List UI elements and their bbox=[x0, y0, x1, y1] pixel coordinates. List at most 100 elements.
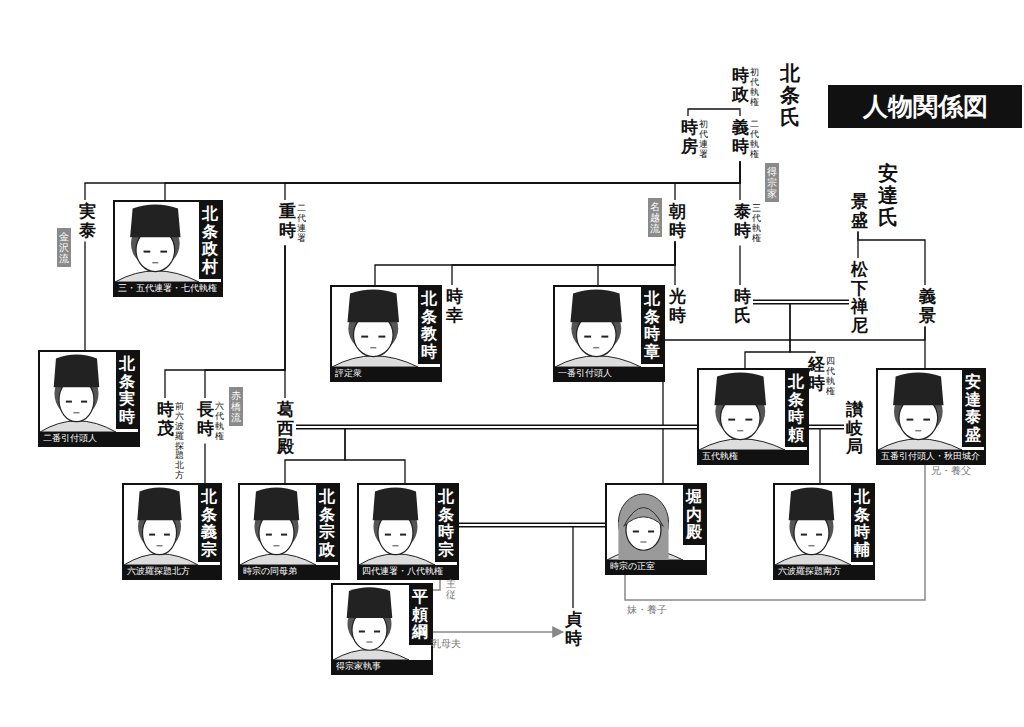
clan-name: 安達氏 bbox=[878, 162, 898, 228]
lineage-line bbox=[165, 162, 740, 200]
person-name: 北条教時 bbox=[418, 287, 440, 364]
lineage-line bbox=[809, 427, 820, 483]
portrait-illustration bbox=[40, 352, 116, 432]
person-entry: 景盛 bbox=[849, 190, 870, 231]
connector-path bbox=[85, 162, 740, 200]
relation-label: 主従 bbox=[446, 578, 456, 600]
portrait-shoulders bbox=[124, 554, 198, 565]
person-name: 義景 bbox=[919, 287, 936, 324]
portrait-illustration bbox=[775, 485, 851, 565]
office-note: 六代執権 bbox=[215, 402, 224, 442]
role-caption: 評定衆 bbox=[332, 367, 440, 380]
person-entry: 時茂前六波羅探題北方 bbox=[155, 398, 186, 483]
person-name: 光時 bbox=[669, 287, 686, 324]
connector-path bbox=[433, 631, 563, 633]
portrait-bangs bbox=[624, 508, 664, 527]
person-name: 重時 bbox=[279, 202, 296, 239]
portrait-card: 北条教時評定衆 bbox=[330, 285, 442, 382]
portrait-card: 安達泰盛五番引付頭人・秋田城介 bbox=[876, 368, 986, 465]
person-entry: 長時六代執権 bbox=[195, 398, 226, 444]
portrait-card: 北条実時二番引付頭人 bbox=[38, 350, 140, 447]
portrait-shoulders bbox=[699, 439, 785, 450]
portrait-shoulders bbox=[115, 271, 199, 282]
connector-path bbox=[285, 427, 697, 483]
portrait-mouth bbox=[593, 347, 599, 348]
clan-name: 北条氏 bbox=[780, 62, 800, 128]
connector-path bbox=[165, 162, 740, 200]
person-name: 朝時 bbox=[669, 202, 686, 239]
relation-line bbox=[433, 632, 563, 633]
portrait-eye bbox=[144, 251, 151, 253]
portrait-card: 平頼綱得宗家執事 bbox=[331, 583, 433, 675]
portrait-card: 北条時章一番引付頭人 bbox=[553, 285, 665, 382]
portrait-eye bbox=[164, 534, 170, 536]
portrait-card: 北条政村三・五代連署・七代執権 bbox=[113, 200, 223, 297]
person-entry: 時幸 bbox=[444, 285, 465, 326]
person-name: 北条実時 bbox=[116, 352, 138, 429]
role-caption: 四代連署・八代執権 bbox=[359, 565, 457, 578]
portrait-shoulders bbox=[359, 554, 435, 565]
portrait-illustration bbox=[555, 287, 641, 367]
portrait-illustration bbox=[333, 585, 409, 660]
role-caption: 五代執権 bbox=[699, 450, 807, 463]
portrait-eye bbox=[400, 534, 406, 536]
portrait-eye bbox=[81, 401, 87, 403]
person-entry: 松下禅尼 bbox=[849, 258, 870, 337]
portrait-hat bbox=[137, 487, 181, 520]
portrait-card: 北条時輔六波羅探題南方 bbox=[773, 483, 875, 580]
lineage-line bbox=[740, 246, 741, 285]
portrait-eye bbox=[907, 419, 914, 421]
portrait-eye bbox=[374, 631, 380, 633]
portrait-eye bbox=[281, 534, 287, 536]
portrait-mouth bbox=[152, 262, 158, 263]
person-entry: 讃岐局 bbox=[844, 398, 865, 458]
lineage-name: 名越流 bbox=[650, 201, 660, 234]
portrait-card: 堀内殿時宗の正室 bbox=[605, 483, 707, 575]
role-caption: 得宗家執事 bbox=[333, 660, 431, 673]
person-name: 北条宗政 bbox=[316, 485, 338, 562]
marriage-line bbox=[296, 427, 697, 428]
person-entry: 朝時 bbox=[667, 200, 688, 241]
lineage-line bbox=[285, 427, 697, 483]
title-text: 人物関係図 bbox=[863, 90, 988, 123]
lineage-name: 得宗家 bbox=[767, 166, 777, 199]
portrait-hat bbox=[714, 372, 766, 405]
portrait-shoulders bbox=[555, 356, 641, 367]
portrait-eye bbox=[745, 419, 752, 421]
person-entry: 光時 bbox=[667, 285, 688, 326]
person-name: 葛西殿 bbox=[277, 400, 294, 456]
lineage-line bbox=[85, 241, 86, 350]
lineage-line bbox=[598, 241, 675, 285]
marriage-inner bbox=[459, 524, 605, 526]
connector-path bbox=[688, 109, 740, 116]
role-caption: 六波羅探題南方 bbox=[775, 565, 873, 578]
portrait-eye bbox=[601, 336, 608, 338]
person-name: 北条時輔 bbox=[851, 485, 873, 562]
connector-path bbox=[739, 162, 740, 200]
portrait-eye bbox=[149, 534, 155, 536]
portrait-hat bbox=[54, 354, 100, 387]
person-name: 北条時頼 bbox=[785, 370, 807, 447]
portrait-mouth bbox=[392, 545, 398, 546]
portrait-illustration bbox=[332, 287, 418, 367]
portrait-eye bbox=[361, 336, 368, 338]
lineage-line bbox=[85, 162, 740, 200]
person-entry: 経時四代執権 bbox=[806, 353, 837, 399]
connector-path bbox=[674, 241, 675, 285]
person-name: 泰時 bbox=[734, 202, 751, 239]
portrait-mouth bbox=[808, 545, 814, 546]
lineage-line bbox=[675, 241, 676, 285]
portrait-hat bbox=[254, 487, 300, 520]
portrait-hat bbox=[893, 372, 943, 405]
portrait-card: 北条義宗六波羅探題北方 bbox=[122, 483, 222, 580]
portrait-shoulders bbox=[775, 554, 851, 565]
role-caption: 時宗の正室 bbox=[607, 560, 705, 573]
lineage-name: 金沢流 bbox=[59, 231, 69, 264]
lineage-line bbox=[858, 231, 925, 285]
relation-label: 乳母夫 bbox=[431, 637, 461, 651]
lineage-line bbox=[452, 241, 675, 285]
person-name: 時幸 bbox=[446, 287, 463, 324]
portrait-illustration bbox=[699, 370, 785, 450]
person-name: 北条政村 bbox=[199, 202, 221, 279]
portrait-hat bbox=[570, 289, 622, 322]
